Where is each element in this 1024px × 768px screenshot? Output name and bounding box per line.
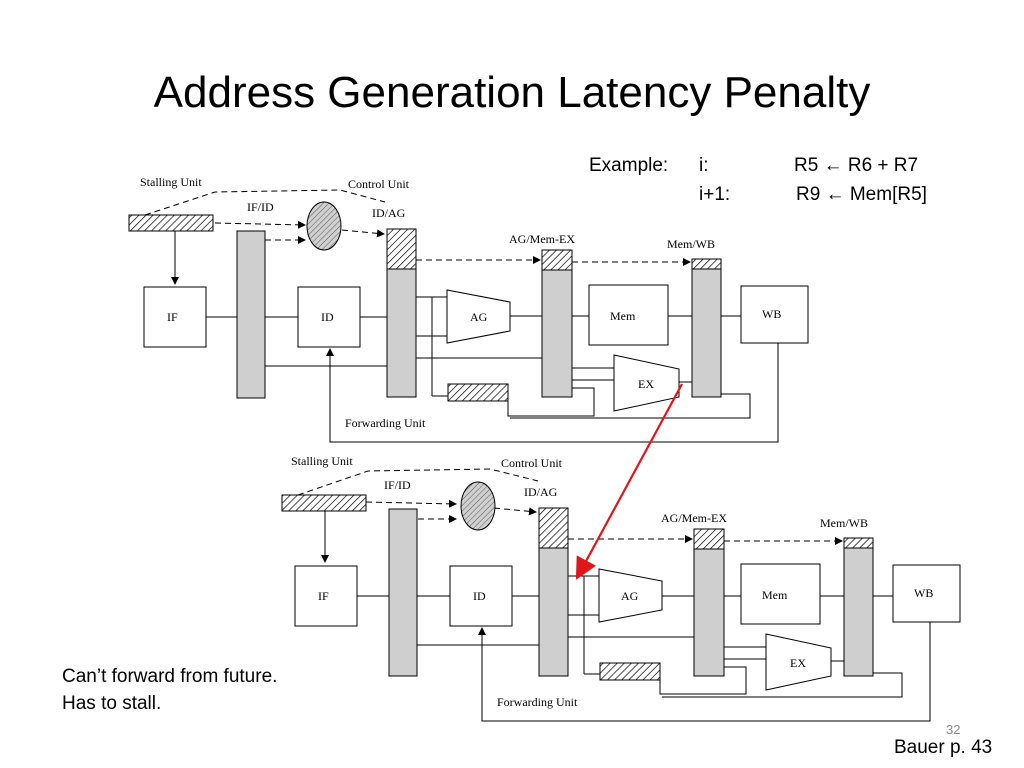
datapath-line — [507, 387, 595, 417]
if-id-label: IF/ID — [384, 478, 411, 492]
ex-stage-label: EX — [790, 656, 806, 670]
wb-stage-box — [892, 564, 961, 623]
ag-mem-ex-latch-control — [541, 249, 573, 271]
forwarding-unit-block — [599, 662, 661, 681]
ag-mem-ex-latch-control — [693, 528, 725, 550]
mem-stage-label: Mem — [762, 588, 788, 602]
example-instr-2: i+1: — [699, 184, 731, 205]
mem-stage-box — [740, 563, 821, 625]
control-unit-label: Control Unit — [501, 456, 563, 470]
control-dashed-line — [365, 499, 457, 508]
page-number: 32 — [946, 722, 961, 737]
ex-stage-label: EX — [638, 377, 654, 391]
ag-stage-label: AG — [470, 310, 488, 324]
stalling-unit-label: Stalling Unit — [291, 454, 353, 468]
pipeline-diagram-bottom: Stalling Unit Control Unit IF/ID ID/AG A… — [281, 454, 961, 722]
control-dashed-line — [144, 189, 386, 216]
mem-wb-latch-control — [843, 537, 874, 549]
forwarding-path — [326, 343, 779, 443]
mem-wb-label: Mem/WB — [667, 237, 715, 251]
if-stage-box — [143, 286, 207, 348]
id-ag-label: ID/AG — [372, 206, 406, 220]
example-block: Example: i: R5 ← R6 + R7 i+1: R9 ← Mem[R… — [589, 152, 927, 314]
if-stage-label: IF — [167, 310, 178, 324]
control-dashed-line — [493, 507, 537, 516]
ag-mem-ex-latch — [541, 269, 573, 398]
example-label: Example: — [589, 155, 669, 176]
id-stage-label: ID — [473, 589, 486, 603]
stalling-unit-label: Stalling Unit — [140, 175, 202, 189]
slide-title: Address Generation Latency Penalty — [153, 68, 871, 117]
ex-unit — [765, 633, 832, 691]
example-op-2: R9 ← Mem[R5] — [796, 184, 927, 205]
ag-mem-ex-label: AG/Mem-EX — [509, 232, 575, 246]
example-op-1: R5 ← R6 + R7 — [794, 155, 919, 176]
mem-stage-label: Mem — [610, 309, 636, 323]
forwarding-path — [510, 393, 751, 419]
id-ag-latch — [538, 547, 569, 677]
control-dashed-line — [341, 229, 385, 238]
forwarding-unit-label: Forwarding Unit — [345, 416, 426, 430]
if-stage-box — [294, 565, 358, 627]
mem-wb-label: Mem/WB — [820, 516, 868, 530]
forwarding-conflict-arrow — [575, 383, 683, 580]
mem-wb-latch — [843, 547, 874, 677]
reference: Bauer p. 43 — [894, 737, 993, 758]
wb-stage-label: WB — [914, 586, 933, 600]
control-unit-label: Control Unit — [348, 177, 410, 191]
ex-unit — [613, 354, 680, 412]
wb-stage-label: WB — [762, 307, 781, 321]
id-ag-latch-control — [386, 228, 417, 270]
if-id-label: IF/ID — [247, 200, 274, 214]
if-id-latch — [388, 508, 418, 677]
stalling-unit-block — [281, 494, 367, 512]
id-ag-latch-control — [538, 507, 569, 549]
forwarding-path — [478, 622, 931, 722]
control-dashed-line — [297, 468, 539, 496]
datapath-line — [659, 666, 747, 695]
ag-mem-ex-latch — [693, 548, 725, 677]
if-id-latch — [236, 230, 266, 399]
ag-mem-ex-label: AG/Mem-EX — [661, 511, 727, 525]
stalling-unit-block — [128, 214, 214, 232]
pipeline-diagram-top: Stalling Unit Control Unit IF/ID ID/AG A… — [128, 175, 809, 443]
forwarding-path — [662, 672, 903, 698]
id-stage-box — [449, 565, 513, 627]
forwarding-unit-label: Forwarding Unit — [497, 695, 578, 709]
ag-unit — [598, 568, 663, 623]
id-stage-label: ID — [321, 310, 334, 324]
stall-note: Can’t forward from future. Has to stall. — [62, 666, 278, 714]
control-unit-ellipse — [460, 481, 496, 531]
wb-stage-box — [740, 285, 809, 344]
ag-stage-label: AG — [621, 589, 639, 603]
mem-wb-latch — [691, 268, 722, 398]
id-ag-latch — [386, 268, 417, 398]
control-dashed-line — [214, 220, 306, 229]
if-stage-label: IF — [318, 589, 329, 603]
mem-wb-latch-control — [691, 258, 722, 270]
ag-unit — [446, 289, 511, 344]
id-ag-label: ID/AG — [524, 485, 558, 499]
forwarding-unit-block — [447, 383, 509, 402]
mem-stage-box — [588, 284, 669, 346]
example-instr-1: i: — [699, 155, 709, 176]
control-unit-ellipse — [306, 201, 342, 251]
